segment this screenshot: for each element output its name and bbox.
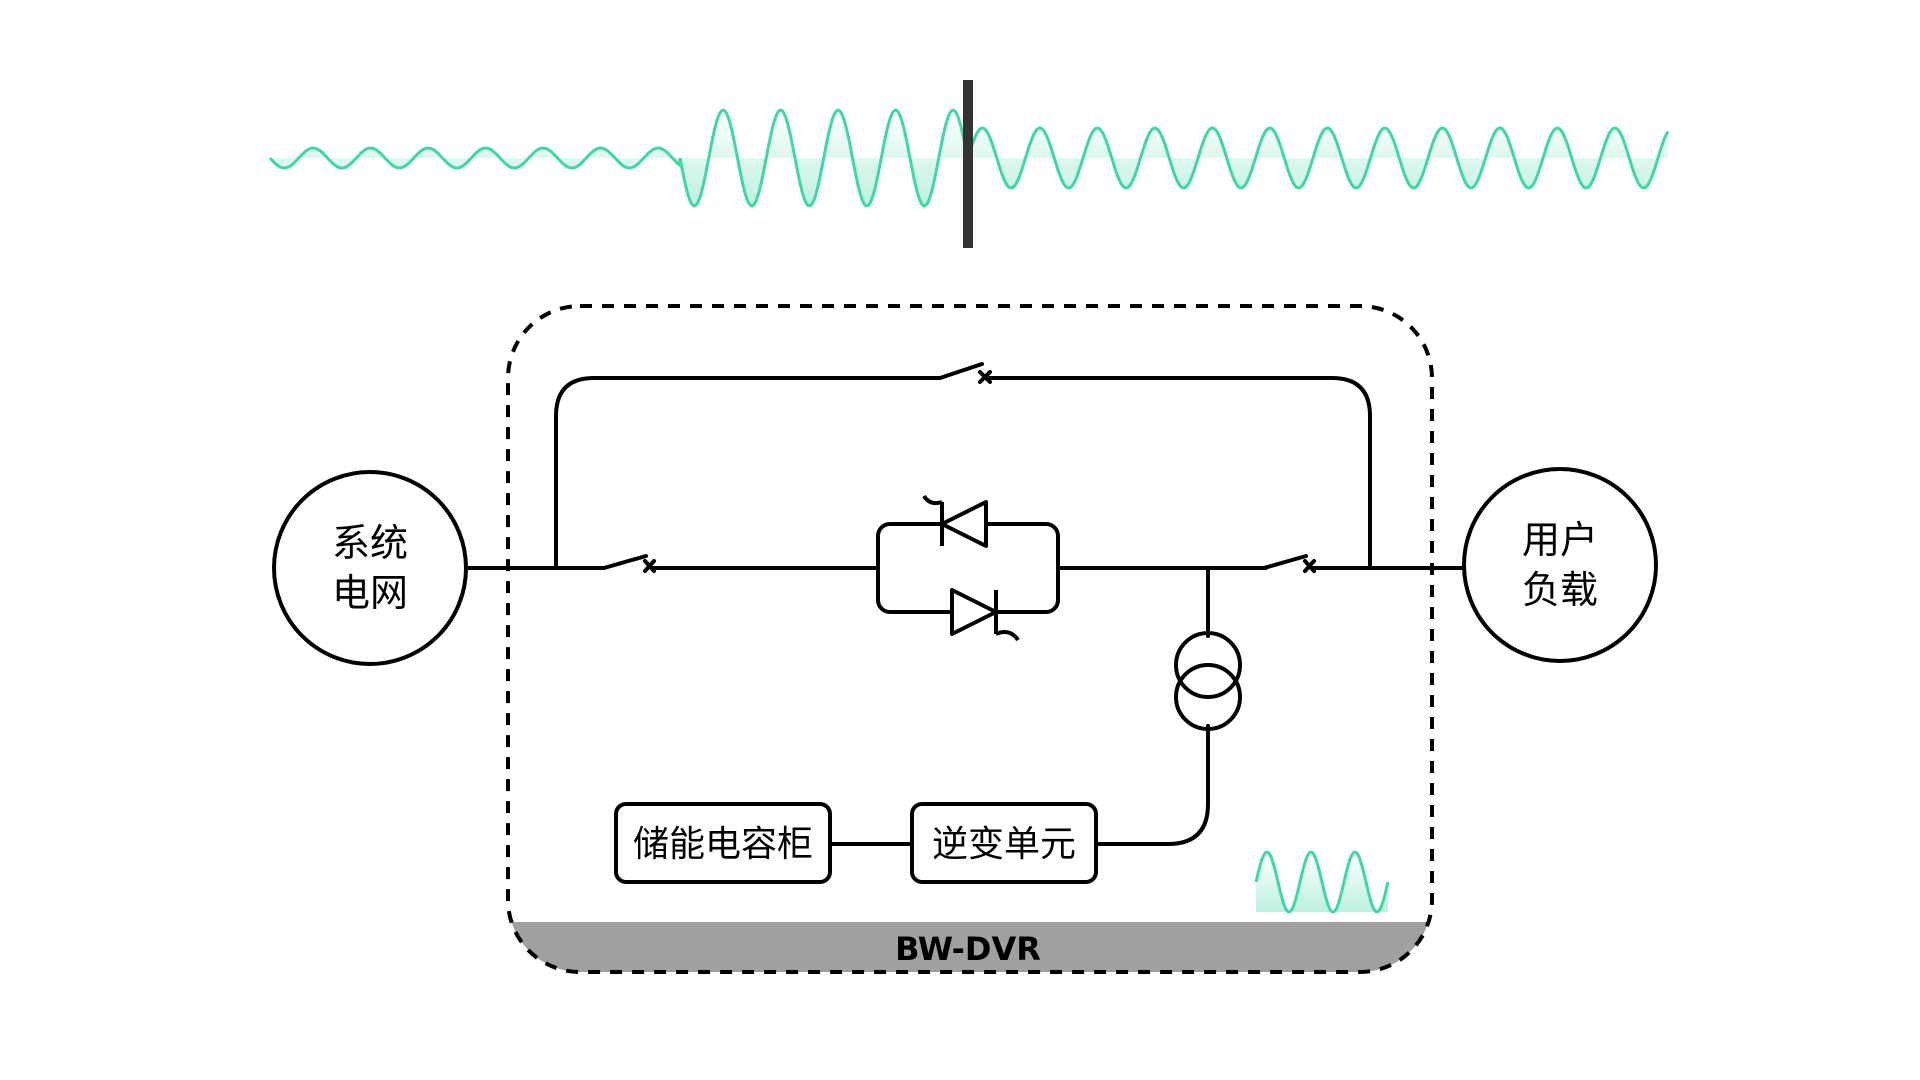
grid-label-line2: 电网 (332, 571, 408, 615)
thyristor-lower-icon (950, 588, 998, 636)
voltage-waveform (268, 80, 1670, 248)
load-label-line2: 负载 (1522, 568, 1598, 612)
thyristor-pair (876, 494, 1060, 642)
device-name-label: BW-DVR (895, 930, 1041, 968)
input-switch (602, 554, 656, 573)
bypass-wire-left (554, 376, 942, 570)
compensation-waveform (1254, 850, 1390, 914)
dvr-device-box: BW-DVR (506, 304, 1434, 974)
grid-label-line1: 系统 (332, 521, 408, 565)
user-load-node: 用户 负载 (1462, 467, 1658, 663)
device-boundary (506, 304, 1434, 974)
system-grid-node: 系统 电网 (272, 470, 468, 666)
inverter-unit: 逆变单元 (910, 802, 1098, 884)
thyristor-upper-icon (940, 500, 988, 548)
event-marker (963, 80, 973, 248)
wire-transformer-bottom (1094, 724, 1210, 846)
inverter-label: 逆变单元 (932, 824, 1076, 865)
series-transformer-icon (1174, 631, 1242, 731)
storage-label: 储能电容柜 (633, 824, 813, 865)
device-name-band (508, 922, 1432, 972)
bypass-switch (938, 362, 992, 384)
output-switch (1262, 554, 1316, 573)
load-label-line1: 用户 (1522, 518, 1598, 562)
circuit-wiring (464, 376, 1464, 846)
storage-capacitor-cabinet: 储能电容柜 (614, 802, 832, 884)
bypass-wire-right (988, 376, 1372, 570)
